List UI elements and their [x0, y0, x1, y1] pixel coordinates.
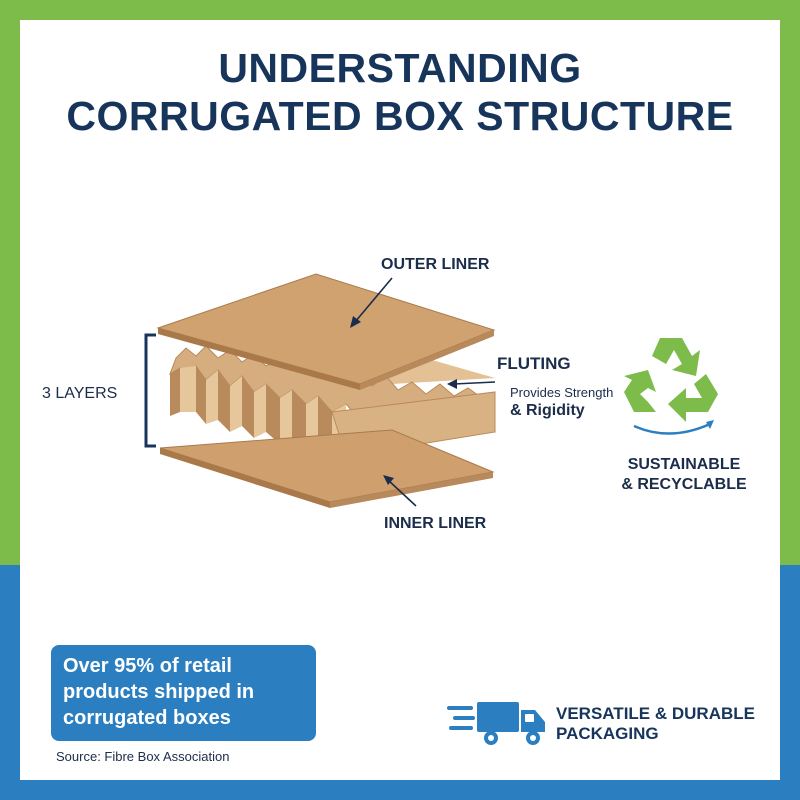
statistic-text: Over 95% of retail products shipped in c…: [63, 655, 255, 729]
fluting-description-line-2: & Rigidity: [510, 402, 585, 419]
recycle-icon: [624, 338, 718, 435]
sustainability-line-1: SUSTAINABLE: [627, 456, 741, 473]
fluting-label: FLUTING: [497, 354, 571, 373]
source-citation: Source: Fibre Box Association: [56, 749, 230, 764]
versatile-line-2: PACKAGING: [556, 724, 659, 743]
versatile-label: VERSATILE & DURABLE PACKAGING: [556, 704, 755, 744]
page-title: UNDERSTANDING CORRUGATED BOX STRUCTURE: [0, 44, 800, 140]
fluting-description-line-1: Provides Strength: [510, 385, 614, 400]
delivery-truck-icon: [447, 702, 545, 745]
outer-liner-label: OUTER LINER: [381, 256, 490, 273]
title-line-1: UNDERSTANDING: [218, 45, 582, 91]
inner-liner-sheet: [159, 429, 495, 508]
sustainability-line-2: & RECYCLABLE: [621, 476, 747, 493]
title-line-2: CORRUGATED BOX STRUCTURE: [66, 93, 734, 139]
versatile-line-1: VERSATILE & DURABLE: [556, 704, 755, 723]
pointer-arrows: [350, 277, 496, 507]
statistic-box: Over 95% of retail products shipped in c…: [51, 645, 316, 741]
outer-liner-sheet: [156, 273, 496, 390]
inner-liner-label: INNER LINER: [384, 515, 487, 532]
layers-count-label: 3 LAYERS: [42, 385, 118, 402]
layers-bracket: [144, 333, 156, 448]
sustainability-label: SUSTAINABLE & RECYCLABLE: [604, 455, 764, 495]
